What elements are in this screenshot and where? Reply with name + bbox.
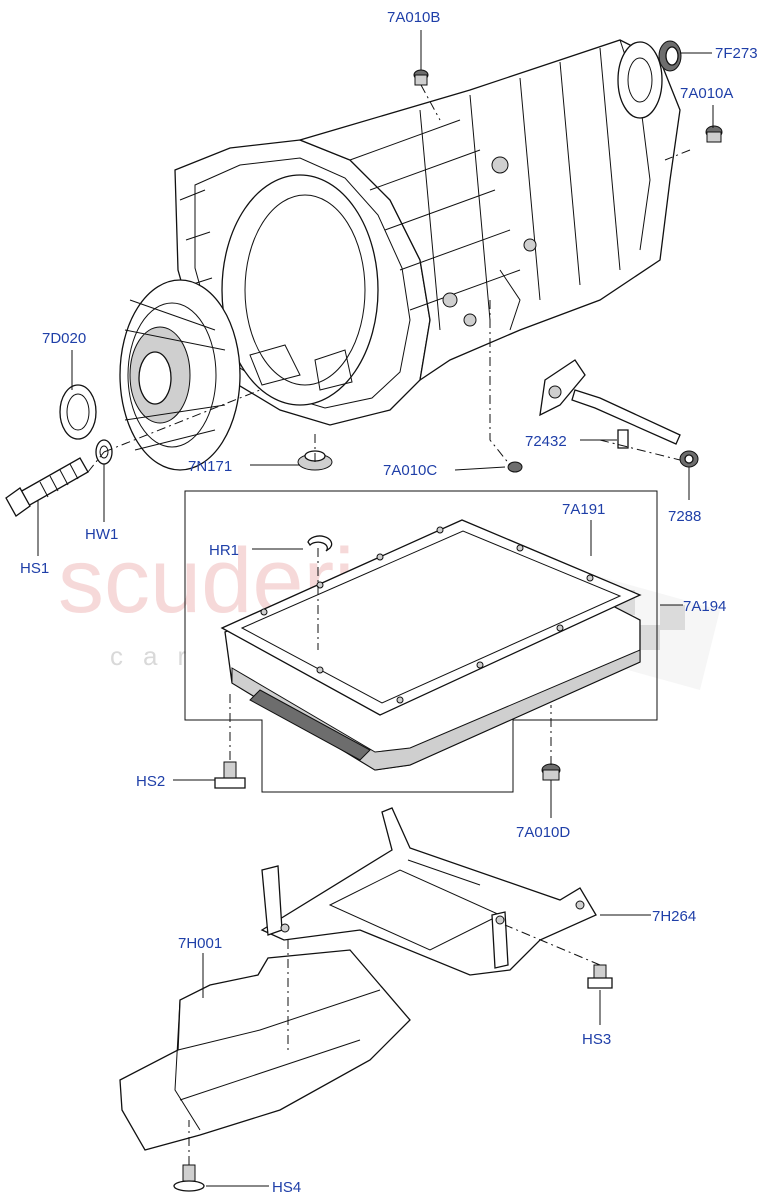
- selector-lever-72432: [539, 359, 681, 449]
- label-HR1: HR1: [209, 542, 239, 559]
- label-7A010B: 7A010B: [387, 9, 440, 26]
- label-7A010A: 7A010A: [680, 85, 733, 102]
- label-HS2: HS2: [136, 773, 165, 790]
- bolt-HS4: [173, 1164, 205, 1192]
- label-HW1: HW1: [85, 526, 118, 543]
- plug-7A010C: [507, 461, 523, 473]
- label-HS1: HS1: [20, 560, 49, 577]
- label-HS3: HS3: [582, 1031, 611, 1048]
- clip-HR1: [307, 535, 333, 552]
- label-7F273: 7F273: [715, 45, 758, 62]
- plug-7A010D: [541, 763, 561, 781]
- label-7A191: 7A191: [562, 501, 605, 518]
- label-7H001: 7H001: [178, 935, 222, 952]
- callout-labels: 7A010B 7F273 7A010A 7D020 72432 7N171 7A…: [20, 9, 758, 1196]
- label-7A194: 7A194: [683, 598, 726, 615]
- front-pump-7D020-assembly: [119, 279, 241, 471]
- label-72432: 72432: [525, 433, 567, 450]
- label-7A010D: 7A010D: [516, 824, 570, 841]
- bracket-7H264: [260, 807, 597, 976]
- leader-lines: [37, 30, 714, 1187]
- label-7288: 7288: [668, 508, 701, 525]
- seal-7D020: [59, 384, 97, 440]
- heat-shield-7H001: [119, 949, 411, 1151]
- plug-7A010B: [413, 69, 429, 86]
- center-lines: [87, 84, 691, 1165]
- plug-7A010A: [705, 125, 723, 143]
- label-7D020: 7D020: [42, 330, 86, 347]
- bolt-HS3: [587, 964, 613, 989]
- label-7N171: 7N171: [188, 458, 232, 475]
- oil-pan-callout-frame: [184, 490, 658, 793]
- label-7A010C: 7A010C: [383, 462, 437, 479]
- label-7H264: 7H264: [652, 908, 696, 925]
- label-HS4: HS4: [272, 1179, 301, 1196]
- seal-7F273: [658, 40, 682, 72]
- bolt-HS1: [5, 457, 89, 517]
- gasket-7A191: [220, 519, 642, 716]
- seal-7288: [679, 450, 699, 468]
- bolt-HS2: [214, 761, 246, 789]
